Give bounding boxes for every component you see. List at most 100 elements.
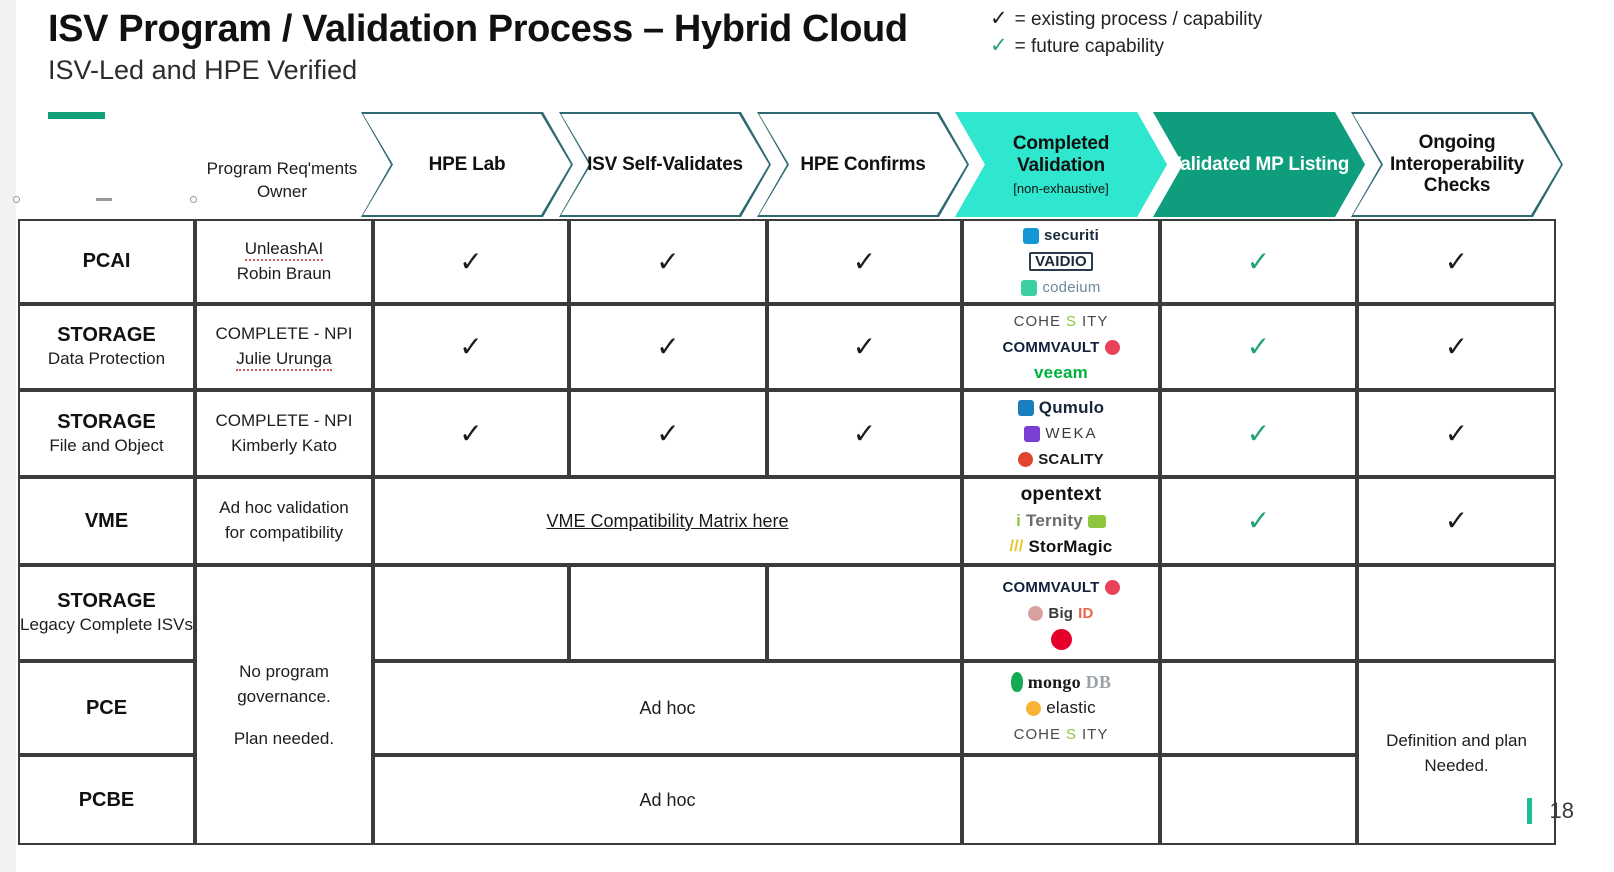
category-title: VME bbox=[84, 509, 129, 532]
cell-validated-mp-storage-dp: ✓ bbox=[1160, 304, 1357, 390]
check-icon: ✓ bbox=[459, 331, 483, 362]
cell-hpe-lab-storage-dp: ✓ bbox=[373, 304, 569, 390]
chevron-ongoing-interop-checks[interactable]: Ongoing Interoperability Checks bbox=[1351, 112, 1563, 217]
check-icon: ✓ bbox=[852, 331, 877, 362]
cell-validated-mp-pcbe bbox=[1160, 755, 1357, 845]
chevron-hpe-lab[interactable]: HPE Lab bbox=[361, 112, 573, 217]
cell-hpe-confirms-pcai: ✓ bbox=[767, 219, 962, 304]
logo-securiti: securiti bbox=[1023, 226, 1099, 245]
governance-note-line3: Plan needed. bbox=[233, 728, 335, 748]
cell-hpe-confirms-storage-fo: ✓ bbox=[767, 390, 962, 477]
check-icon: ✓ bbox=[990, 34, 1008, 57]
chevron-isv-self-validates[interactable]: ISV Self-Validates bbox=[559, 112, 771, 217]
category-title: STORAGE bbox=[57, 410, 156, 433]
cell-ongoing-storage-legacy bbox=[1357, 565, 1556, 661]
cell-hpe-lab-pcai: ✓ bbox=[373, 219, 569, 304]
table-row-category-storage-legacy: STORAGE Legacy Complete ISVs bbox=[18, 565, 195, 661]
chevron-validated-mp-listing[interactable]: Validated MP Listing bbox=[1153, 112, 1365, 217]
elastic-mark-icon bbox=[1026, 700, 1042, 716]
chevron-label: Completed Validation bbox=[1012, 133, 1110, 176]
legend-label-future: = future capability bbox=[1014, 36, 1165, 57]
governance-note-line2: governance. bbox=[237, 687, 331, 707]
cell-hpe-confirms-storage-dp: ✓ bbox=[767, 304, 962, 390]
check-icon: ✓ bbox=[656, 245, 680, 277]
check-icon: ✓ bbox=[459, 417, 483, 449]
owner-person: Robin Braun bbox=[236, 263, 332, 283]
check-icon: ✓ bbox=[1444, 331, 1469, 362]
bigid-mark-icon bbox=[1028, 605, 1044, 621]
cell-ongoing-pcai: ✓ bbox=[1357, 219, 1556, 304]
chevron-hpe-confirms[interactable]: HPE Confirms bbox=[757, 112, 969, 217]
owner-cell-pcai: UnleashAI Robin Braun bbox=[195, 219, 373, 304]
page-title: ISV Program / Validation Process – Hybri… bbox=[48, 8, 908, 50]
logo-f5 bbox=[1050, 628, 1072, 650]
owner-cell-storage-dp: COMPLETE - NPI Julie Urunga bbox=[195, 304, 373, 390]
cell-isv-self-storage-dp: ✓ bbox=[569, 304, 767, 390]
category-subtitle: Legacy Complete ISVs bbox=[20, 615, 193, 635]
logo-commvault: COMMVAULT bbox=[1002, 338, 1120, 357]
slide-number-tick-icon bbox=[1526, 798, 1532, 824]
slide-number-block: 18 bbox=[1526, 798, 1574, 824]
cell-ongoing-storage-dp: ✓ bbox=[1357, 304, 1556, 390]
table-row-category-storage-dp: STORAGE Data Protection bbox=[18, 304, 195, 390]
owner-company: UnleashAI bbox=[244, 238, 324, 261]
owner-cell-no-governance: No program governance. Plan needed. bbox=[195, 565, 373, 845]
category-title: PCE bbox=[85, 696, 128, 719]
selection-handle[interactable] bbox=[13, 196, 20, 203]
category-title: STORAGE bbox=[57, 324, 156, 347]
chevron-sublabel: [non-exhaustive] bbox=[1013, 180, 1109, 196]
logo-stack: Qumulo WEKA SCALITY bbox=[1017, 398, 1104, 469]
owner-note-line1: Ad hoc validation bbox=[219, 498, 349, 518]
owner-status: COMPLETE - NPI bbox=[215, 410, 353, 430]
check-icon: ✓ bbox=[1246, 505, 1271, 536]
check-icon: ✓ bbox=[656, 331, 680, 362]
securiti-mark-icon bbox=[1023, 227, 1039, 244]
logo-vaidio: VAIDIO bbox=[1029, 252, 1093, 271]
iternity-mark-icon bbox=[1087, 514, 1106, 528]
logo-stack: securiti VAIDIO codeium bbox=[1021, 226, 1100, 297]
vme-compatibility-matrix-link[interactable]: VME Compatibility Matrix here bbox=[546, 510, 789, 531]
adhoc-label: Ad hoc bbox=[639, 789, 696, 810]
title-block: ISV Program / Validation Process – Hybri… bbox=[48, 8, 908, 86]
cell-completed-validation-pcai: securiti VAIDIO codeium bbox=[962, 219, 1160, 304]
logo-weka: WEKA bbox=[1024, 424, 1097, 443]
logo-opentext: opentext bbox=[1020, 484, 1102, 505]
check-icon: ✓ bbox=[852, 245, 877, 277]
logo-stormagic: /// StorMagic bbox=[1009, 537, 1113, 556]
chevron-completed-validation[interactable]: Completed Validation [non-exhaustive] bbox=[955, 112, 1167, 217]
logo-codeium: codeium bbox=[1021, 278, 1100, 297]
definition-note-line1: Definition and plan bbox=[1386, 730, 1527, 750]
slide-left-gutter bbox=[0, 0, 16, 872]
selection-handle[interactable] bbox=[190, 196, 197, 203]
cell-completed-validation-pcbe bbox=[962, 755, 1160, 845]
table-row-category-pcai: PCAI bbox=[18, 219, 195, 304]
chevron-label: Validated MP Listing bbox=[1168, 153, 1350, 175]
chevron-label: ISV Self-Validates bbox=[587, 153, 743, 175]
check-icon: ✓ bbox=[852, 417, 877, 449]
selection-handle[interactable] bbox=[96, 198, 112, 201]
cell-validated-mp-storage-legacy bbox=[1160, 565, 1357, 661]
qumulo-mark-icon bbox=[1017, 399, 1034, 416]
table-row-category-pce: PCE bbox=[18, 661, 195, 755]
scality-mark-icon bbox=[1018, 452, 1034, 467]
chevron-label: HPE Lab bbox=[428, 153, 506, 175]
owner-status: COMPLETE - NPI bbox=[215, 324, 353, 344]
check-icon: ✓ bbox=[1246, 245, 1271, 277]
chevron-label: Ongoing Interoperability Checks bbox=[1389, 131, 1525, 197]
check-icon: ✓ bbox=[1444, 417, 1469, 449]
table-row-category-vme: VME bbox=[18, 477, 195, 565]
legend: ✓ = existing process / capability ✓ = fu… bbox=[990, 8, 1262, 62]
weka-mark-icon bbox=[1024, 425, 1041, 442]
cell-validated-mp-storage-fo: ✓ bbox=[1160, 390, 1357, 477]
cell-hpe-lab-storage-legacy bbox=[373, 565, 569, 661]
table-row-category-storage-fo: STORAGE File and Object bbox=[18, 390, 195, 477]
check-icon: ✓ bbox=[1444, 245, 1469, 277]
cell-vme-compatibility-matrix[interactable]: VME Compatibility Matrix here bbox=[373, 477, 962, 565]
check-icon: ✓ bbox=[459, 245, 483, 277]
